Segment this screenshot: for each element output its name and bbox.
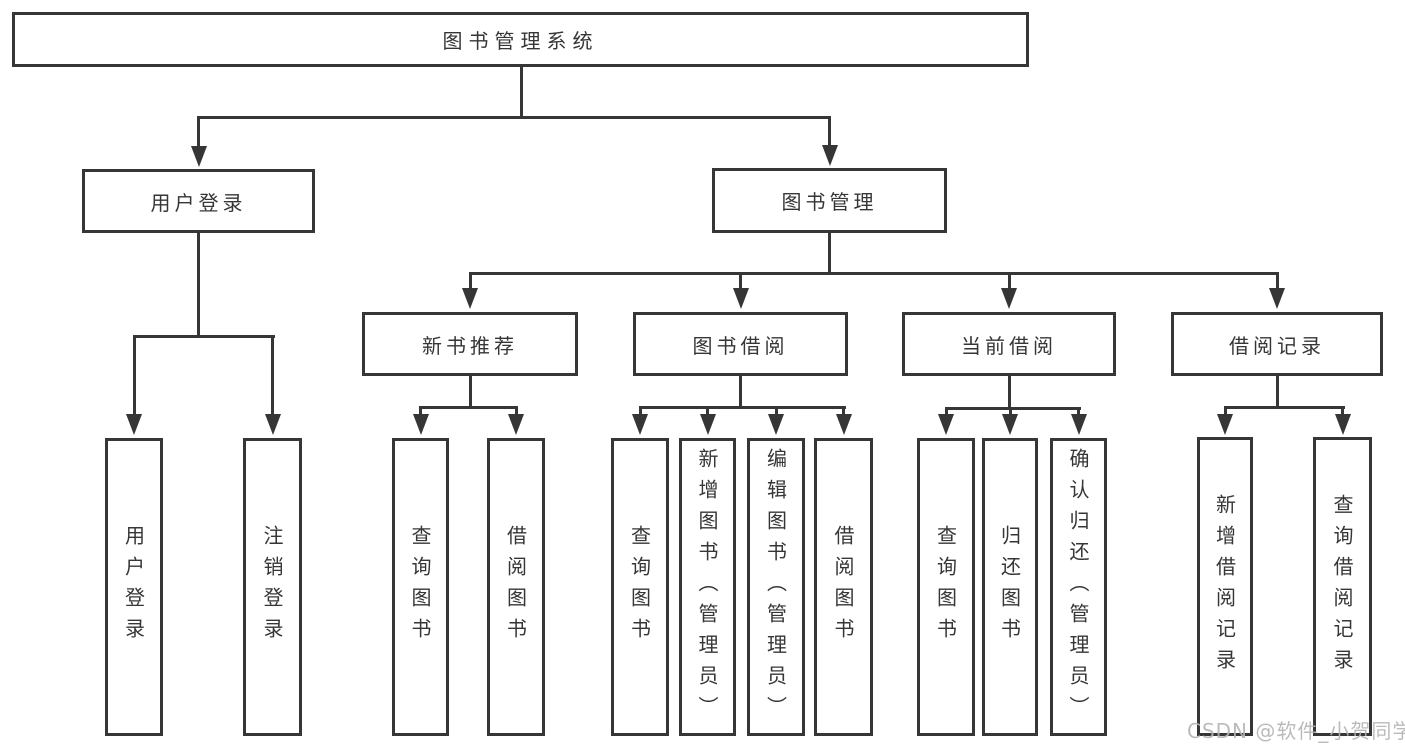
node-label: 当前借阅 xyxy=(961,333,1057,358)
node-borrowing-records: 借阅记录 xyxy=(1171,312,1383,376)
connector-user-login-rail xyxy=(132,334,275,338)
connector-drop xyxy=(197,115,200,149)
connector-drop xyxy=(828,115,831,148)
node-label: 归还图书 xyxy=(997,525,1022,649)
leaf-confirm-return-admin: 确认归还（管理员） xyxy=(1050,438,1107,736)
connector-drop xyxy=(1341,405,1344,418)
node-book-borrowing: 图书借阅 xyxy=(633,312,848,376)
connector-drop xyxy=(514,405,518,418)
node-label: 图书管理 xyxy=(781,190,878,214)
connector-root-stem xyxy=(519,67,523,118)
connector-current-borrow-stem xyxy=(1007,376,1011,410)
node-label: 借阅图书 xyxy=(503,525,528,649)
connector-drop xyxy=(1223,405,1227,418)
arrowhead-down xyxy=(1001,288,1017,309)
connector-drop xyxy=(706,405,709,418)
node-user-login: 用户登录 xyxy=(82,169,315,233)
connector-drop xyxy=(419,405,422,418)
node-new-book-recommendation: 新书推荐 xyxy=(362,312,578,376)
leaf-query-books-current: 查询图书 xyxy=(917,438,975,736)
node-label: 新增图书（管理员） xyxy=(695,447,719,727)
connector-drop xyxy=(271,334,274,417)
arrowhead-down xyxy=(1070,414,1087,435)
node-label: 查询图书 xyxy=(933,525,958,649)
connector-user-login-stem xyxy=(197,233,200,338)
arrowhead-down xyxy=(1334,414,1351,435)
leaf-user-login: 用户登录 xyxy=(105,438,163,736)
connector-drop xyxy=(468,271,472,291)
connector-borrow-record-stem xyxy=(1275,376,1279,409)
arrowhead-down xyxy=(699,414,716,435)
node-label: 编辑图书（管理员） xyxy=(763,447,788,727)
connector-drop xyxy=(774,405,778,418)
connector-book-borrow-rail xyxy=(638,405,846,409)
node-label: 用户登录 xyxy=(150,190,247,215)
leaf-query-books-borrow: 查询图书 xyxy=(611,438,669,736)
connector-drop xyxy=(1007,271,1011,291)
arrowhead-down xyxy=(768,414,784,435)
connector-book-borrow-stem xyxy=(739,376,742,409)
node-book-management: 图书管理 xyxy=(712,168,947,233)
leaf-borrow-books: 借阅图书 xyxy=(814,438,873,736)
node-label: 借阅记录 xyxy=(1229,333,1325,358)
arrowhead-down xyxy=(190,146,207,167)
leaf-query-borrow-record: 查询借阅记录 xyxy=(1313,437,1372,736)
arrowhead-down xyxy=(1002,414,1018,435)
connector-new-book-rail xyxy=(419,405,518,409)
arrowhead-down xyxy=(938,414,954,435)
connector-drop xyxy=(842,405,845,418)
connector-drop xyxy=(132,334,136,417)
connector-borrow-record-rail xyxy=(1223,405,1345,409)
connector-drop xyxy=(944,406,948,418)
arrowhead-down xyxy=(126,414,142,435)
node-label: 查询借阅记录 xyxy=(1330,493,1354,680)
leaf-query-books-recommend: 查询图书 xyxy=(392,438,449,736)
arrowhead-down xyxy=(835,414,852,435)
connector-level2-rail xyxy=(197,115,831,119)
node-label: 图书管理系统 xyxy=(442,29,599,53)
node-library-management-system: 图书管理系统 xyxy=(12,12,1029,67)
node-label: 注销登录 xyxy=(260,525,284,649)
connector-level3-rail xyxy=(468,271,1279,275)
arrowhead-down xyxy=(632,414,648,435)
leaf-add-borrow-record: 新增借阅记录 xyxy=(1197,437,1253,736)
connector-current-borrow-rail xyxy=(944,406,1081,410)
node-label: 查询图书 xyxy=(627,525,652,649)
connector-drop xyxy=(1077,406,1080,418)
arrowhead-down xyxy=(821,145,838,166)
arrowhead-down xyxy=(462,288,478,309)
arrowhead-down xyxy=(732,288,749,309)
node-label: 用户登录 xyxy=(121,525,146,649)
arrowhead-down xyxy=(508,414,524,435)
connector-drop xyxy=(1008,406,1012,418)
connector-drop xyxy=(638,405,642,418)
node-current-borrowing: 当前借阅 xyxy=(902,312,1116,376)
leaf-logout: 注销登录 xyxy=(243,438,302,736)
node-label: 确认归还（管理员） xyxy=(1066,447,1090,727)
arrowhead-down xyxy=(412,414,429,435)
leaf-return-books: 归还图书 xyxy=(982,438,1038,736)
connector-book-mgmt-stem xyxy=(828,233,831,275)
node-label: 新增借阅记录 xyxy=(1212,493,1237,680)
connector-drop xyxy=(739,271,742,291)
leaf-borrow-books-recommend: 借阅图书 xyxy=(487,438,545,736)
connector-drop xyxy=(1275,271,1279,291)
node-label: 借阅图书 xyxy=(831,525,855,649)
connector-new-book-stem xyxy=(468,376,472,409)
leaf-add-book-admin: 新增图书（管理员） xyxy=(679,438,736,736)
watermark: CSDN @软件_小贺同学 xyxy=(1187,719,1405,743)
arrowhead-down xyxy=(1217,414,1233,435)
arrowhead-down xyxy=(1269,288,1285,309)
node-label: 图书借阅 xyxy=(692,333,789,358)
leaf-edit-book-admin: 编辑图书（管理员） xyxy=(747,438,805,736)
node-label: 新书推荐 xyxy=(422,333,518,358)
node-label: 查询图书 xyxy=(408,525,432,649)
arrowhead-down xyxy=(264,414,281,435)
